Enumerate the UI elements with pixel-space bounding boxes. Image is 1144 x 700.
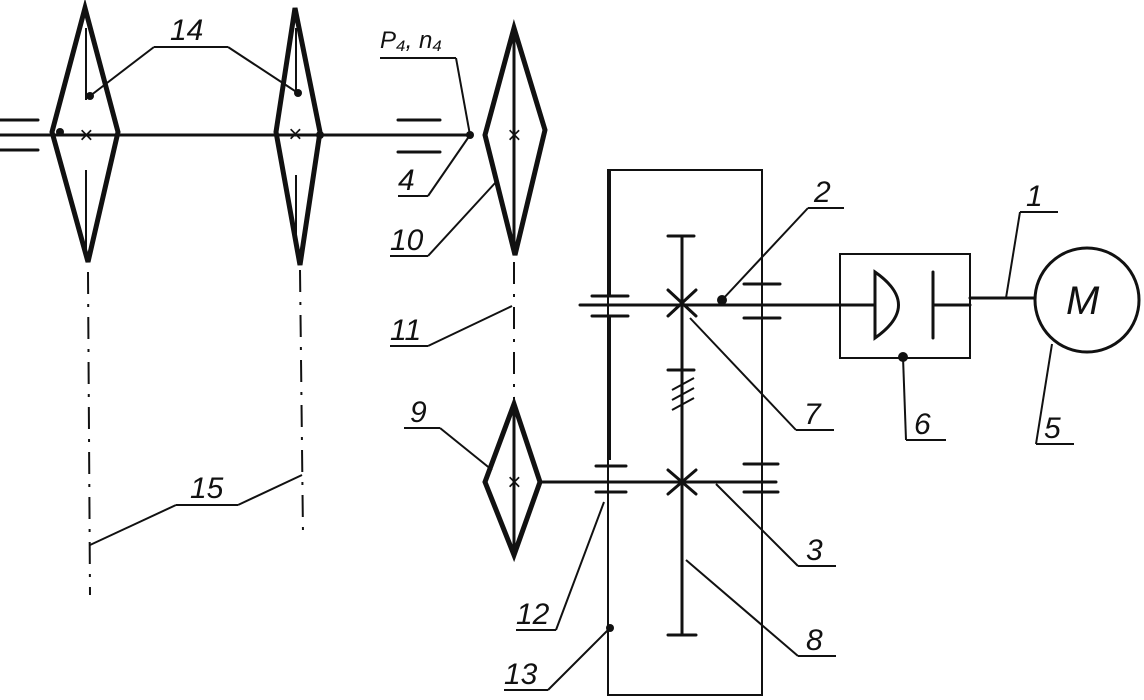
traction-sprocket-right: × xyxy=(273,7,323,266)
sprocket-center-mark: × xyxy=(288,121,302,148)
label-11: 11 xyxy=(390,314,421,347)
label-3: 3 xyxy=(806,534,823,567)
driven-chain-sprocket: × xyxy=(482,18,548,256)
label-6: 6 xyxy=(914,408,931,441)
label-15: 15 xyxy=(190,472,224,505)
conveyor-chain-right xyxy=(299,269,304,536)
sprocket-center-mark: × xyxy=(507,469,521,496)
drive-shaft-stub xyxy=(0,118,40,152)
sprocket-center-mark: × xyxy=(79,122,93,149)
label-12: 12 xyxy=(516,598,550,631)
label-13: 13 xyxy=(504,658,538,691)
label-4: 4 xyxy=(398,164,415,197)
drive-chain-sprocket: × xyxy=(482,396,543,563)
label-9: 9 xyxy=(410,396,427,429)
label-8: 8 xyxy=(806,624,823,657)
gearbox-housing-outline xyxy=(607,169,763,696)
label-power-speed: P₄, n₄ xyxy=(380,27,442,54)
label-7: 7 xyxy=(804,398,822,431)
low-speed-bearings xyxy=(594,462,780,494)
sprocket-center-mark: × xyxy=(507,122,521,149)
wheel-gear xyxy=(666,468,698,637)
leader-lines xyxy=(89,46,1074,691)
label-14: 14 xyxy=(170,14,203,47)
coupling xyxy=(838,253,972,362)
label-1: 1 xyxy=(1026,180,1043,213)
motor-symbol: M xyxy=(1066,279,1100,323)
label-2: 2 xyxy=(813,176,831,209)
label-5: 5 xyxy=(1044,412,1061,445)
shaft-joint xyxy=(56,128,64,136)
electric-motor: M xyxy=(1033,246,1141,354)
conveyor-chain-left xyxy=(87,271,91,596)
label-10: 10 xyxy=(390,224,424,257)
pinion-gear xyxy=(666,234,698,472)
high-speed-bearings xyxy=(590,170,782,462)
